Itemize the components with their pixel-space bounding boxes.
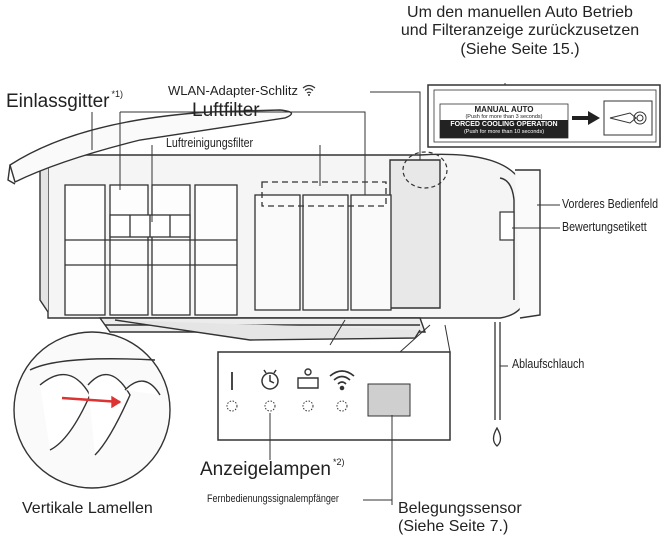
drain-hose [492, 322, 502, 447]
manual-reset-line1: Um den manuellen Auto Betrieb [407, 4, 633, 21]
manual-auto-text: MANUAL AUTO [474, 105, 534, 114]
forced-cooling-subtext: (Push for more than 10 seconds) [463, 129, 545, 136]
drain-hose-label: Ablaufschlauch [512, 356, 600, 372]
occupancy-sensor-line2: (Siehe Seite 7.) [398, 518, 509, 536]
wlan-slot-label: WLAN-Adapter-Schlitz [168, 83, 316, 99]
front-panel-text: Vorderes Bedienfeld [562, 196, 659, 211]
manual-reset-line2: und Filteranzeige zurückzusetzen [400, 22, 640, 40]
manual-reset-label: Um den manuellen Auto Betrieb und Filter… [372, 4, 668, 59]
manual-reset-line3: (Siehe Seite 15.) [460, 40, 580, 58]
button-callout [427, 84, 661, 148]
rating-label-text: Bewertungsetikett [562, 219, 647, 234]
right-filter-frames [254, 181, 392, 311]
vertical-louvers-label: Vertikale Lamellen [22, 500, 153, 518]
air-filter-label: Luftfilter [192, 100, 260, 122]
leader-lines [91, 83, 560, 505]
inlet-grille-footnote: *1) [111, 89, 124, 99]
timer-icon [261, 369, 279, 390]
indicator-lamps-label: Anzeigelampen*2) [200, 457, 345, 481]
air-purifying-filter-label: Luftreinigungsfilter [166, 135, 272, 151]
vertical-louvers-text: Vertikale Lamellen [22, 500, 153, 517]
indicator-panel [217, 324, 451, 441]
air-filter-frames [64, 184, 238, 316]
wlan-slot-text: WLAN-Adapter-Schlitz [168, 83, 299, 98]
air-filter-text: Luftfilter [192, 100, 260, 121]
inlet-grille-label: Einlassgitter*1) [6, 89, 124, 113]
forced-cooling-label: FORCED COOLING OPERATION (Push for more … [440, 121, 568, 135]
indicator-lamps-footnote: *2) [332, 457, 345, 467]
remote-receiver-text: Fernbedienungssignalempfänger [207, 493, 339, 505]
occupancy-sensor-window [367, 383, 411, 417]
occupancy-sensor-line1: Belegungssensor [398, 500, 522, 517]
manual-auto-subtext: (Push for more than 3 seconds) [465, 114, 543, 121]
wifi-icon [302, 83, 316, 98]
wifi-icon [329, 370, 355, 391]
remote-receiver-label: Fernbedienungssignalempfänger [207, 493, 368, 506]
louver-zoom [13, 331, 171, 489]
drain-hose-text: Ablaufschlauch [512, 356, 585, 371]
rating-label-label: Bewertungsetikett [562, 219, 665, 235]
highlight-ovals [402, 151, 448, 189]
front-panel-area [499, 211, 515, 241]
occupancy-sensor-label: Belegungssensor (Siehe Seite 7.) [398, 500, 522, 537]
indicator-lamps-text: Anzeigelampen [200, 459, 331, 480]
front-panel-label: Vorderes Bedienfeld [562, 196, 668, 212]
air-purifying-filter-text: Luftreinigungsfilter [166, 135, 254, 150]
filter-clean-icon [297, 368, 319, 389]
inlet-grille-text: Einlassgitter [6, 91, 110, 112]
manual-auto-label: MANUAL AUTO (Push for more than 3 second… [440, 105, 568, 121]
forced-cooling-text: FORCED COOLING OPERATION [450, 121, 558, 128]
